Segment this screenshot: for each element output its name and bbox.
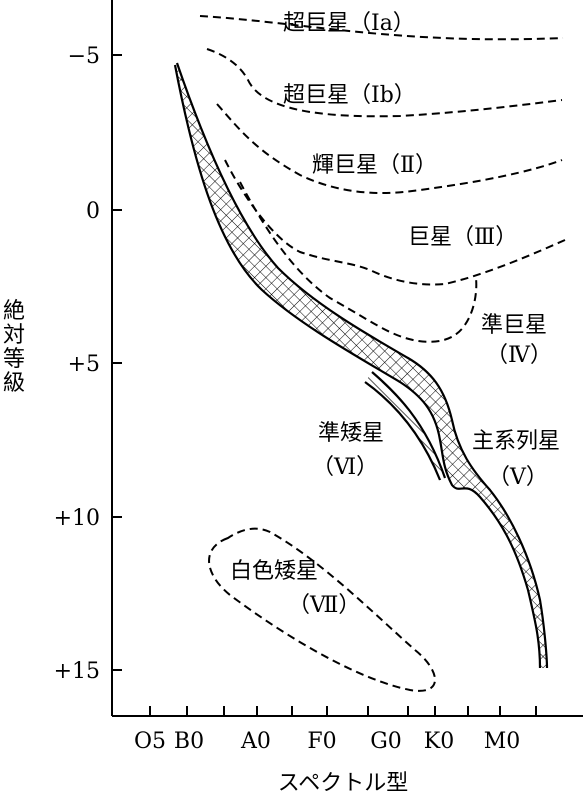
subdwarf-lower-edge xyxy=(364,381,442,481)
x-tick-label: K0 xyxy=(424,729,454,754)
x-tick-label: O5 xyxy=(134,729,166,754)
y-tick-label: −5 xyxy=(68,44,100,69)
y-axis-title: 絶 対 等 級 xyxy=(3,299,25,396)
subdwarf-upper-edge xyxy=(371,371,447,479)
subdwarf-fill xyxy=(365,372,445,480)
white-dwarf-label: 白色矮星 xyxy=(230,559,318,584)
main-sequence-upper-edge xyxy=(175,62,549,669)
y-tick-label: 0 xyxy=(86,199,100,224)
x-tick-label: B0 xyxy=(174,729,204,754)
giant-curve xyxy=(224,159,566,286)
luminosity-curves xyxy=(199,15,566,343)
x-axis-title: スペクトル型 xyxy=(278,771,408,796)
giant-label: 巨星（Ⅲ） xyxy=(408,225,517,250)
main-sequence-lower-edge xyxy=(173,64,542,669)
y-axis-title-char: 絶 xyxy=(3,299,25,324)
supergiant-ia-label: 超巨星（Ⅰa） xyxy=(283,11,415,36)
subdwarf-class-label: （Ⅵ） xyxy=(312,455,378,480)
region-labels: 超巨星（Ⅰa） 超巨星（Ⅰb） 輝巨星（Ⅱ） 巨星（Ⅲ） 準巨星 （Ⅳ） 準矮星… xyxy=(230,11,560,618)
main-sequence-class-label: （Ⅴ） xyxy=(488,465,548,490)
bright-giant-curve xyxy=(216,103,563,194)
y-tick-label: +15 xyxy=(54,659,100,684)
subgiant-class-label: （Ⅳ） xyxy=(486,343,552,368)
subdwarf-label: 準矮星 xyxy=(318,421,384,446)
x-tick-label: M0 xyxy=(484,729,521,754)
subdwarf-band xyxy=(364,371,447,481)
y-axis-title-char: 級 xyxy=(3,371,25,396)
y-tick-label: +5 xyxy=(68,352,100,377)
x-tick-label: F0 xyxy=(307,729,336,754)
main-sequence-band xyxy=(173,62,549,669)
main-sequence-label: 主系列星 xyxy=(472,429,560,454)
bright-giant-label: 輝巨星（Ⅱ） xyxy=(312,153,437,178)
y-tick-labels: −5 0 +5 +10 +15 xyxy=(54,44,100,684)
y-axis-title-char: 対 xyxy=(3,323,25,348)
axes xyxy=(111,0,583,717)
white-dwarf-class-label: （Ⅶ） xyxy=(288,593,360,618)
y-tick-label: +10 xyxy=(54,506,100,531)
x-tick-labels: O5 B0 A0 F0 G0 K0 M0 xyxy=(134,729,520,754)
subgiant-label: 準巨星 xyxy=(481,313,547,338)
white-dwarf-region xyxy=(208,527,436,692)
y-axis-title-char: 等 xyxy=(3,347,25,372)
x-tick-label: A0 xyxy=(240,729,271,754)
subgiant-curve xyxy=(239,181,478,343)
supergiant-ib-label: 超巨星（Ⅰb） xyxy=(283,83,416,108)
supergiant-ib-curve xyxy=(206,48,563,118)
supergiant-ia-curve xyxy=(199,15,564,41)
x-tick-label: G0 xyxy=(370,729,402,754)
